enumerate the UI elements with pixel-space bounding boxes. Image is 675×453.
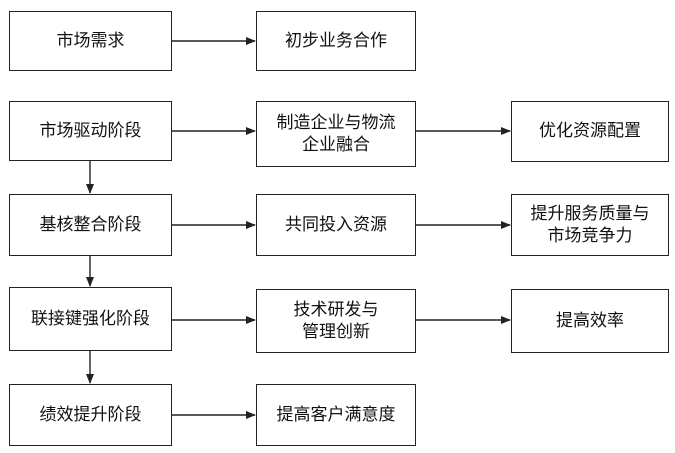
node-label: 优化资源配置 (539, 121, 641, 142)
node-label: 联接键强化阶段 (31, 308, 150, 329)
node-performance-improvement-stage: 绩效提升阶段 (9, 384, 172, 446)
node-label: 初步业务合作 (285, 30, 387, 51)
node-label: 提高客户满意度 (276, 404, 396, 425)
node-market-demand: 市场需求 (9, 11, 172, 71)
node-base-integration-stage: 基核整合阶段 (9, 194, 172, 256)
node-manufacturing-logistics-fusion: 制造企业与物流 企业融合 (256, 101, 416, 167)
node-link-strengthening-stage: 联接键强化阶段 (9, 287, 172, 351)
node-tech-innovation: 技术研发与 管理创新 (256, 289, 416, 353)
node-label: 提升服务质量与 市场竞争力 (530, 203, 650, 246)
node-label: 市场驱动阶段 (39, 120, 142, 141)
node-improve-efficiency: 提高效率 (511, 289, 669, 353)
node-label: 制造企业与物流 企业融合 (276, 112, 396, 155)
node-market-driven-stage: 市场驱动阶段 (9, 101, 172, 161)
node-label: 绩效提升阶段 (39, 404, 142, 425)
node-joint-investment: 共同投入资源 (256, 194, 416, 256)
node-optimize-resources: 优化资源配置 (511, 101, 669, 162)
node-initial-cooperation: 初步业务合作 (256, 11, 416, 71)
node-label: 技术研发与 管理创新 (293, 299, 379, 342)
node-label: 市场需求 (56, 30, 125, 51)
node-improve-satisfaction: 提高客户满意度 (256, 384, 416, 446)
node-label: 基核整合阶段 (39, 214, 142, 235)
node-improve-service-quality: 提升服务质量与 市场竞争力 (511, 194, 669, 256)
node-label: 提高效率 (556, 310, 624, 331)
node-label: 共同投入资源 (285, 214, 387, 235)
